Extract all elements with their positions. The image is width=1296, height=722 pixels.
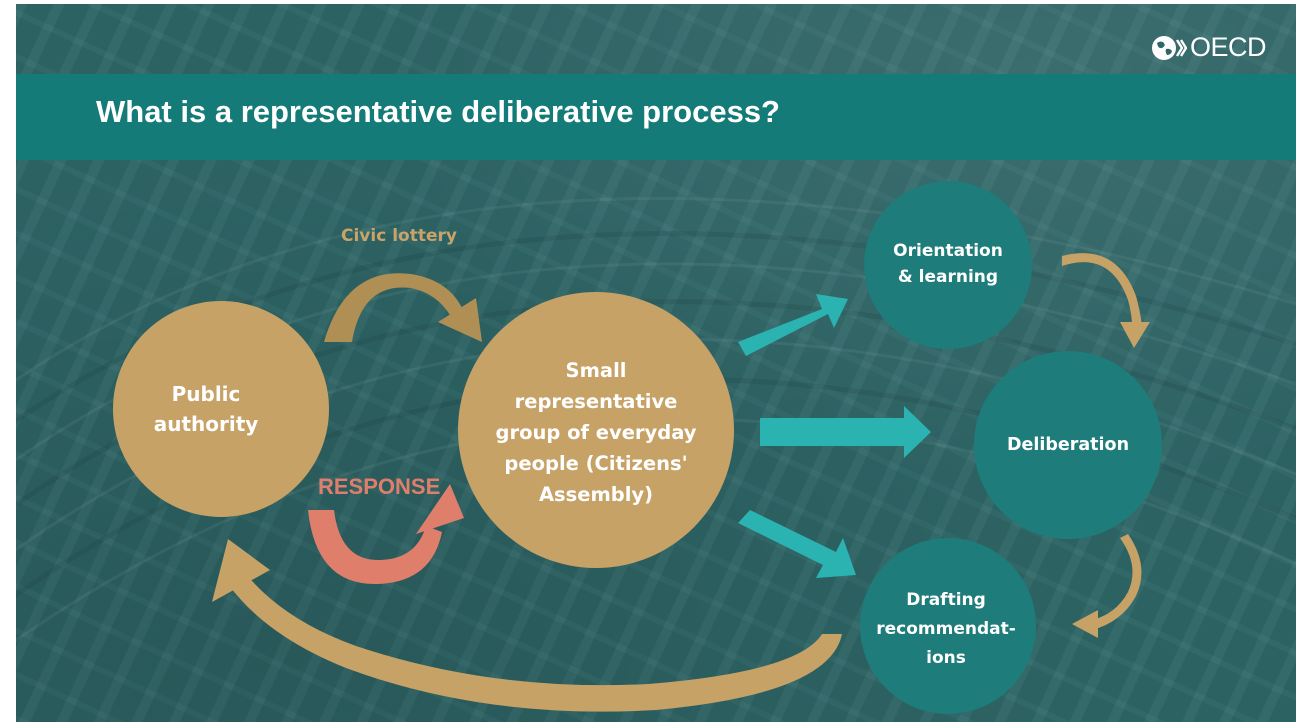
page-title: What is a representative deliberative pr… bbox=[96, 94, 780, 129]
arrow-to-orientation bbox=[738, 294, 848, 356]
arrow-to-drafting bbox=[738, 510, 856, 578]
drafting-circle bbox=[860, 538, 1036, 714]
orientation-label: Orientation & learning bbox=[893, 241, 1003, 287]
public-authority-label: Public authority bbox=[153, 382, 259, 436]
cycle-arrows bbox=[1062, 253, 1150, 638]
oecd-logo: OECD bbox=[1151, 32, 1267, 63]
public-authority-circle bbox=[113, 301, 329, 517]
civic-lottery-arrow bbox=[324, 273, 482, 342]
response-label: RESPONSE bbox=[318, 474, 441, 499]
citizens-assembly-label: Small representative group of everyday p… bbox=[495, 358, 697, 506]
deliberation-label: Deliberation bbox=[1006, 435, 1130, 455]
deliberation-circle bbox=[974, 351, 1162, 539]
arrow-to-deliberation bbox=[760, 406, 931, 458]
title-band: What is a representative deliberative pr… bbox=[16, 74, 1296, 160]
oecd-globe-icon bbox=[1151, 35, 1187, 60]
logo-text: OECD bbox=[1189, 32, 1267, 62]
orientation-circle bbox=[864, 181, 1032, 349]
slide: OECD What is a representative deliberati… bbox=[16, 4, 1296, 722]
response-arrow bbox=[308, 484, 464, 585]
citizens-assembly-circle bbox=[458, 292, 734, 568]
return-arrow bbox=[212, 539, 842, 712]
civic-lottery-label: Civic lottery bbox=[341, 226, 457, 246]
process-diagram bbox=[113, 181, 1162, 714]
drafting-label: Drafting recommendat-ions bbox=[876, 589, 1016, 668]
cyan-arrows bbox=[738, 294, 931, 578]
